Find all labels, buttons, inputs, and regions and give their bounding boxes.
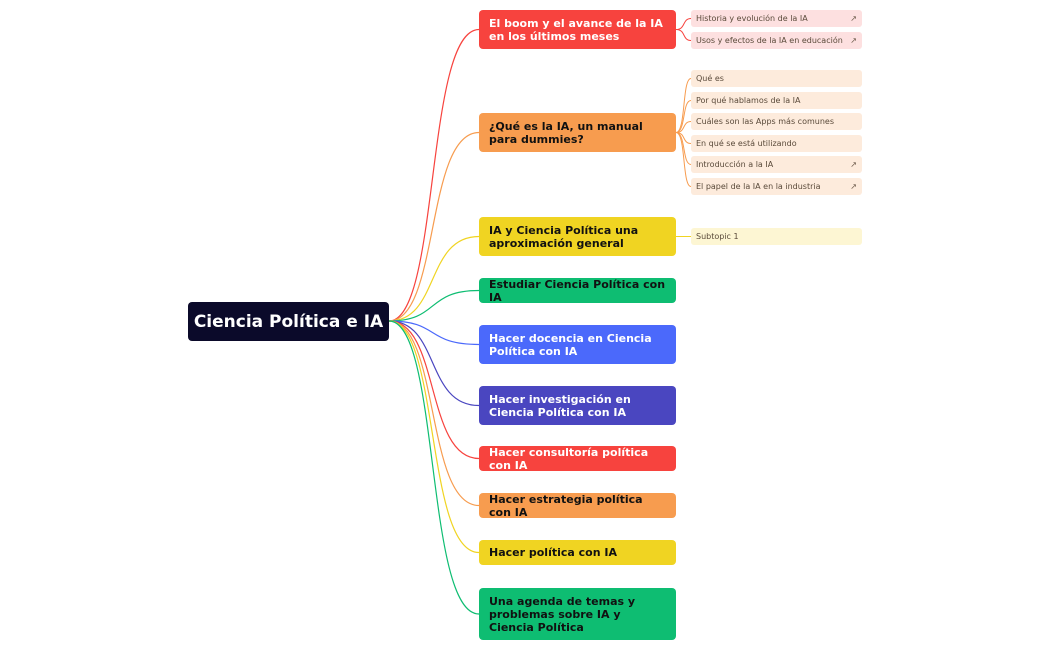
subtopic-2-1[interactable]: Qué es [691, 70, 862, 87]
branch-topic-9[interactable]: Hacer política con IA [479, 540, 676, 565]
branch-connector-7 [388, 320, 480, 460]
branch-topic-5[interactable]: Hacer docencia en Ciencia Política con I… [479, 325, 676, 364]
subtopic-label: En qué se está utilizando [696, 139, 797, 148]
subtopic-label: Subtopic 1 [696, 232, 739, 241]
external-link-icon[interactable]: ↗ [850, 36, 857, 45]
subtopic-2-6[interactable]: El papel de la IA en la industria ↗ [691, 178, 862, 195]
subtopic-connector-2-3 [675, 121, 692, 133]
subtopic-1-2[interactable]: Usos y efectos de la IA en educación ↗ [691, 32, 862, 49]
branch-topic-2[interactable]: ¿Qué es la IA, un manual para dummies? [479, 113, 676, 152]
branch-connector-5 [388, 320, 480, 346]
branch-connector-8 [388, 320, 480, 507]
branch-topic-8[interactable]: Hacer estrategia política con IA [479, 493, 676, 519]
branch-connector-3 [388, 235, 480, 322]
external-link-icon[interactable]: ↗ [850, 182, 857, 191]
branch-topic-4[interactable]: Estudiar Ciencia Política con IA [479, 278, 676, 304]
subtopic-label: Introducción a la IA [696, 160, 774, 169]
subtopic-label: Usos y efectos de la IA en educación [696, 36, 843, 45]
subtopic-2-2[interactable]: Por qué hablamos de la IA [691, 92, 862, 109]
branch-topic-7[interactable]: Hacer consultoría política con IA [479, 446, 676, 472]
subtopic-2-5[interactable]: Introducción a la IA ↗ [691, 156, 862, 173]
subtopic-2-4[interactable]: En qué se está utilizando [691, 135, 862, 152]
subtopic-2-3[interactable]: Cuáles son las Apps más comunes [691, 113, 862, 130]
subtopic-label: Qué es [696, 74, 724, 83]
subtopic-3-1[interactable]: Subtopic 1 [691, 228, 862, 245]
subtopic-connector-2-6 [675, 132, 692, 187]
subtopic-connector-2-2 [675, 100, 692, 133]
subtopic-label: Historia y evolución de la IA [696, 14, 808, 23]
branch-connector-1 [388, 28, 480, 322]
subtopic-1-1[interactable]: Historia y evolución de la IA ↗ [691, 10, 862, 27]
branch-connector-2 [388, 131, 480, 322]
external-link-icon[interactable]: ↗ [850, 14, 857, 23]
branch-connector-9 [388, 320, 480, 554]
branch-connector-6 [388, 320, 480, 407]
subtopic-label: Cuáles son las Apps más comunes [696, 117, 834, 126]
branch-topic-3[interactable]: IA y Ciencia Política una aproximación g… [479, 217, 676, 256]
external-link-icon[interactable]: ↗ [850, 160, 857, 169]
subtopic-connector-1-2 [675, 29, 692, 41]
root-topic[interactable]: Ciencia Política e IA [188, 302, 389, 341]
subtopic-label: Por qué hablamos de la IA [696, 96, 801, 105]
branch-topic-10[interactable]: Una agenda de temas y problemas sobre IA… [479, 588, 676, 640]
branch-topic-6[interactable]: Hacer investigación en Ciencia Política … [479, 386, 676, 425]
subtopic-connector-1-1 [675, 18, 692, 30]
subtopic-label: El papel de la IA en la industria [696, 182, 821, 191]
branch-connector-4 [388, 289, 480, 322]
branch-connector-10 [388, 320, 480, 615]
branch-topic-1[interactable]: El boom y el avance de la IA en los últi… [479, 10, 676, 49]
subtopic-connector-2-1 [675, 78, 692, 133]
